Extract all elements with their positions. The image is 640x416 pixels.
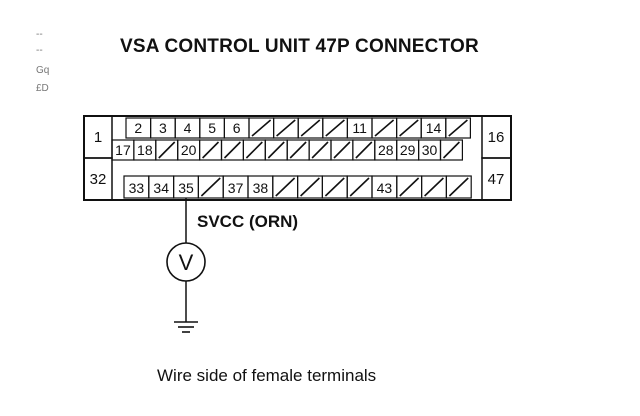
voltmeter-symbol: V (179, 250, 194, 275)
scan-artifact: Gq (36, 65, 50, 76)
unused-pin-slash (448, 177, 469, 197)
unused-pin-slash (448, 119, 468, 137)
unused-pin-slash (424, 177, 444, 197)
unused-pin-slash (355, 141, 373, 159)
unused-pin-slash (349, 177, 370, 197)
pin-number: 2 (134, 120, 142, 136)
probe-wiring: V (166, 198, 206, 333)
pin-number: 29 (400, 142, 416, 158)
pin-number: 35 (178, 180, 194, 196)
unused-pin-slash (374, 119, 395, 137)
unused-pin-slash (245, 141, 263, 159)
unused-pin-slash (275, 177, 296, 197)
pin-number: 17 (115, 142, 131, 158)
wire-label: SVCC (ORN) (197, 212, 299, 231)
pin-number: 20 (181, 142, 197, 158)
diagram-title: VSA CONTROL UNIT 47P CONNECTOR (120, 36, 479, 57)
scan-artifact: -- (36, 29, 43, 40)
unused-pin-slash (325, 119, 345, 137)
unused-pin-slash (200, 177, 221, 197)
pin-number: 47 (488, 171, 505, 188)
unused-pin-slash (399, 119, 419, 137)
pin-cell (445, 175, 472, 199)
unused-pin-slash (251, 119, 272, 137)
pin-number: 43 (377, 180, 393, 196)
pin-number: 6 (233, 120, 241, 136)
unused-pin-slash (324, 177, 345, 197)
diagram-caption: Wire side of female terminals (157, 366, 377, 385)
unused-pin-slash (442, 141, 460, 159)
unused-pin-slash (158, 141, 176, 159)
pin-number: 4 (184, 120, 192, 136)
scan-artifact: £D (36, 83, 49, 94)
pin-number: 37 (228, 180, 244, 196)
pin-number: 11 (352, 120, 367, 136)
unused-pin-slash (267, 141, 285, 159)
pin-number: 30 (422, 142, 438, 158)
pin-cell (481, 157, 512, 201)
unused-pin-slash (300, 119, 321, 137)
unused-pin-slash (399, 177, 420, 197)
unused-pin-slash (223, 141, 241, 159)
unused-pin-slash (311, 141, 329, 159)
unused-pin-slash (333, 141, 351, 159)
scan-artifact: -- (36, 45, 43, 56)
unused-pin-slash (276, 119, 296, 137)
unused-pin-slash (289, 141, 307, 159)
pin-number: 1 (94, 129, 102, 146)
pin-number: 32 (90, 171, 107, 188)
pin-number: 38 (253, 180, 269, 196)
pin-number: 18 (137, 142, 153, 158)
pin-cell (83, 157, 113, 201)
pin-number: 34 (153, 180, 169, 196)
pin-cell (439, 139, 463, 161)
pin-number: 3 (159, 120, 167, 136)
pin-number: 16 (488, 129, 505, 146)
pin-cell (445, 117, 471, 139)
unused-pin-slash (202, 141, 220, 159)
pin-number: 14 (426, 120, 442, 136)
pin-number: 33 (129, 180, 145, 196)
pin-number: 28 (378, 142, 394, 158)
pin-number: 5 (208, 120, 216, 136)
unused-pin-slash (300, 177, 320, 197)
